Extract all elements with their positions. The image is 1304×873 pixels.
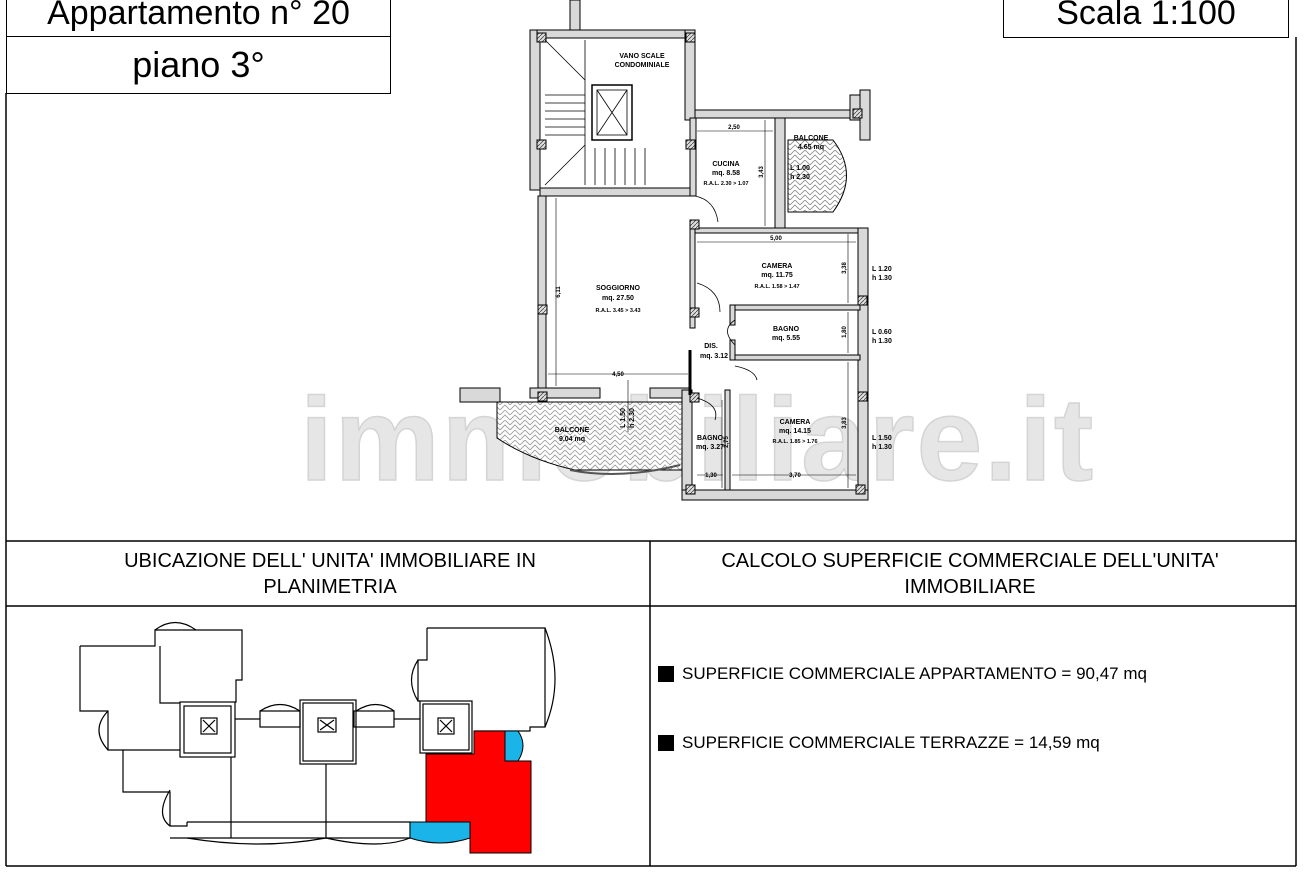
svg-text:mq. 27.50: mq. 27.50 — [602, 295, 634, 302]
svg-text:h 1.30: h 1.30 — [872, 338, 892, 345]
svg-text:4.65 mq: 4.65 mq — [798, 144, 824, 151]
room-label-bedroom-1: CAMERA — [762, 263, 793, 270]
scale-label: Scala 1:100 — [1003, 0, 1289, 38]
dimension-label: 1,80 — [842, 326, 848, 338]
room-label-stairs: VANO SCALE — [619, 53, 665, 60]
room-label-balcony-large: BALCONE — [555, 427, 590, 434]
dimension-label: 3,83 — [842, 417, 848, 429]
calc-line-apartment: SUPERFICIE COMMERCIALE APPARTAMENTO = 90… — [658, 664, 1147, 684]
svg-text:mq. 14.15: mq. 14.15 — [779, 428, 811, 435]
window-label: L 0.60 — [872, 329, 892, 336]
dimension-label: 1,30 — [705, 473, 717, 479]
dimension-label: 4,50 — [612, 372, 624, 378]
dimension-label: 3,70 — [789, 473, 801, 479]
svg-text:h 1.30: h 1.30 — [872, 275, 892, 282]
calc-line-terraces: SUPERFICIE COMMERCIALE TERRAZZE = 14,59 … — [658, 733, 1100, 753]
room-label-bathroom: BAGNO — [773, 326, 800, 333]
floor-plan: VANO SCALE CONDOMINIALE CUCINA mq. 8.58 … — [459, 0, 892, 501]
svg-text:mq. 8.58: mq. 8.58 — [712, 170, 740, 177]
square-bullet-icon — [658, 666, 674, 682]
dimension-label: 5,00 — [770, 236, 782, 242]
room-label-bedroom-2: CAMERA — [780, 419, 811, 426]
svg-text:L 1.00: L 1.00 — [790, 165, 810, 172]
dimension-label: 2,50 — [728, 125, 740, 131]
svg-text:h 2.30: h 2.30 — [629, 408, 636, 428]
svg-text:L 1.50: L 1.50 — [620, 408, 627, 428]
dimension-label: 3,43 — [759, 166, 765, 178]
room-label-hall: DIS. — [704, 343, 718, 350]
svg-text:h 2.30: h 2.30 — [790, 174, 810, 181]
svg-text:R.A.L. 3.45 > 3.43: R.A.L. 3.45 > 3.43 — [595, 308, 640, 314]
dimension-label: 6,11 — [556, 286, 562, 298]
dimension-label: 3,38 — [842, 262, 848, 274]
location-header: UBICAZIONE DELL' UNITA' IMMOBILIARE IN P… — [124, 550, 536, 598]
svg-text:mq. 11.75: mq. 11.75 — [761, 272, 793, 279]
svg-text:9.04 mq: 9.04 mq — [559, 436, 585, 443]
square-bullet-icon — [658, 735, 674, 751]
svg-text:R.A.L. 1.58 > 1.47: R.A.L. 1.58 > 1.47 — [754, 284, 799, 290]
floor-title: piano 3° — [6, 36, 391, 94]
room-label-living: SOGGIORNO — [596, 285, 641, 292]
unit-highlight — [409, 730, 532, 854]
svg-text:CONDOMINIALE: CONDOMINIALE — [615, 62, 670, 69]
room-label-balcony-small: BALCONE — [794, 135, 829, 142]
room-label-bathroom-small: BAGNO — [697, 435, 724, 442]
room-label-kitchen: CUCINA — [712, 161, 739, 168]
svg-text:mq. 3.12: mq. 3.12 — [700, 353, 728, 360]
calc-header: CALCOLO SUPERFICIE COMMERCIALE DELL'UNIT… — [721, 550, 1219, 598]
apartment-title: Appartamento n° 20 — [6, 0, 391, 38]
svg-text:R.A.L. 1.85 > 1.76: R.A.L. 1.85 > 1.76 — [772, 439, 817, 445]
svg-text:mq. 3.27: mq. 3.27 — [696, 444, 724, 451]
svg-text:h 1.30: h 1.30 — [872, 444, 892, 451]
dimension-label: 2,75 — [724, 436, 730, 448]
location-map — [79, 621, 556, 845]
svg-text:mq. 5.55: mq. 5.55 — [772, 335, 800, 342]
window-label: L 1.20 — [872, 266, 892, 273]
window-label: L 1.50 — [872, 435, 892, 442]
svg-text:R.A.L. 2.30 > 1.07: R.A.L. 2.30 > 1.07 — [703, 181, 748, 187]
